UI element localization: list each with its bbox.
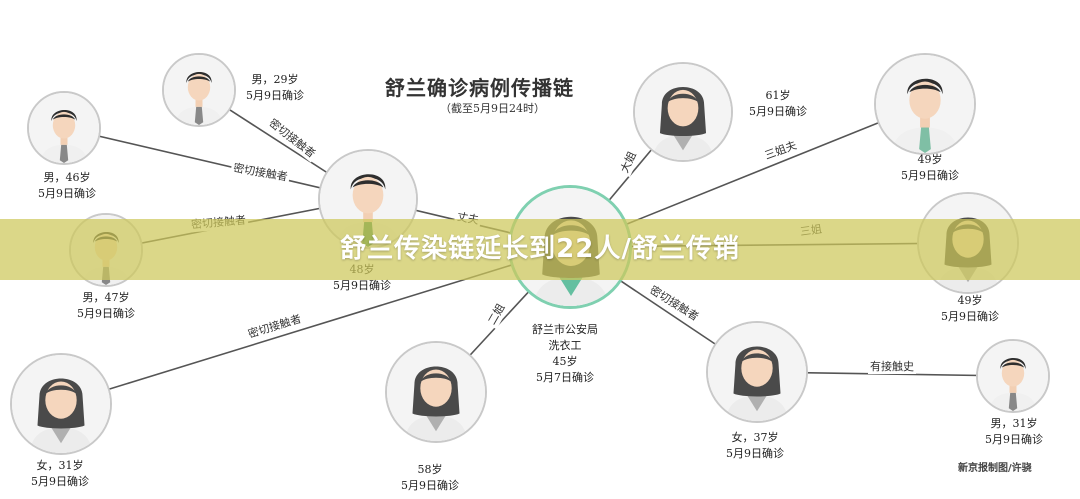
person-info-line: 5月9日确诊 bbox=[333, 279, 391, 292]
person-info-line: 5月9日确诊 bbox=[77, 307, 135, 320]
diagram-title: 舒兰确诊病例传播链 bbox=[385, 76, 574, 100]
person-info-line: 5月9日确诊 bbox=[38, 187, 96, 200]
diagram-subtitle: （截至5月9日24时） bbox=[440, 102, 545, 115]
person-node-m49 bbox=[874, 53, 976, 155]
person-info-line: 男，47岁 bbox=[82, 291, 130, 304]
person-avatar-icon bbox=[978, 341, 1048, 411]
edge-husband-m46 bbox=[63, 127, 369, 200]
person-info-line: 58岁 bbox=[417, 463, 443, 476]
person-avatar-icon bbox=[12, 355, 110, 453]
person-avatar-icon bbox=[29, 93, 99, 163]
person-info-m46: 男，46岁 5月9日确诊 bbox=[38, 170, 96, 202]
credit-text: 新京报制图/许骁 bbox=[958, 463, 1032, 474]
person-info-line: 5月9日确诊 bbox=[985, 433, 1043, 446]
person-avatar-icon bbox=[708, 323, 806, 421]
person-info-m29: 男，29岁 5月9日确诊 bbox=[246, 72, 304, 104]
person-info-center: 舒兰市公安局洗衣工 45岁 5月7日确诊 bbox=[532, 322, 598, 386]
person-info-line: 5月9日确诊 bbox=[401, 479, 459, 492]
person-info-line: 女，31岁 bbox=[36, 459, 84, 472]
person-info-line: 男，31岁 bbox=[990, 417, 1038, 430]
headline-banner-text: 舒兰传染链延长到22人/舒兰传销 bbox=[340, 234, 740, 264]
person-info-line: 49岁 bbox=[917, 153, 943, 166]
headline-banner: 舒兰传染链延长到22人/舒兰传销 bbox=[0, 219, 1080, 280]
person-info-line: 男，46岁 bbox=[43, 171, 91, 184]
person-info-line: 5月9日确诊 bbox=[749, 105, 807, 118]
person-info-line: 61岁 bbox=[765, 89, 791, 102]
person-info-line: 5月9日确诊 bbox=[901, 169, 959, 182]
person-info-line: 男，29岁 bbox=[251, 73, 299, 86]
person-info-m47: 男，47岁 5月9日确诊 bbox=[77, 290, 135, 322]
person-info-f31: 女，31岁 5月9日确诊 bbox=[31, 458, 89, 490]
person-avatar-icon bbox=[164, 55, 234, 125]
person-info-line: 5月9日确诊 bbox=[31, 475, 89, 488]
person-avatar-icon bbox=[387, 343, 485, 441]
person-info-m31: 男，31岁 5月9日确诊 bbox=[985, 416, 1043, 448]
person-node-m29 bbox=[162, 53, 236, 127]
relationship-label-f37-m31: 有接触史 bbox=[868, 358, 916, 374]
person-avatar-icon bbox=[635, 64, 731, 160]
person-info-line: 49岁 bbox=[957, 294, 983, 307]
person-node-m31 bbox=[976, 339, 1050, 413]
person-info-line: 洗衣工 bbox=[548, 339, 582, 352]
person-info-line: 45岁 bbox=[552, 355, 578, 368]
person-node-m46 bbox=[27, 91, 101, 165]
person-node-f61 bbox=[633, 62, 733, 162]
person-node-f31 bbox=[10, 353, 112, 455]
person-info-f49: 49岁 5月9日确诊 bbox=[941, 293, 999, 325]
person-info-m49: 49岁 5月9日确诊 bbox=[901, 152, 959, 184]
person-info-f58: 58岁 5月9日确诊 bbox=[401, 462, 459, 494]
person-node-f37 bbox=[706, 321, 808, 423]
person-info-line: 5月9日确诊 bbox=[726, 447, 784, 460]
person-info-line: 舒兰市公安局 bbox=[532, 323, 598, 336]
person-node-f58 bbox=[385, 341, 487, 443]
person-info-line: 女，37岁 bbox=[731, 431, 779, 444]
person-avatar-icon bbox=[876, 55, 974, 153]
person-info-line: 5月9日确诊 bbox=[246, 89, 304, 102]
person-info-line: 5月7日确诊 bbox=[536, 371, 594, 384]
person-info-line: 5月9日确诊 bbox=[941, 310, 999, 323]
person-info-f61: 61岁 5月9日确诊 bbox=[749, 88, 807, 120]
person-info-f37: 女，37岁 5月9日确诊 bbox=[726, 430, 784, 462]
